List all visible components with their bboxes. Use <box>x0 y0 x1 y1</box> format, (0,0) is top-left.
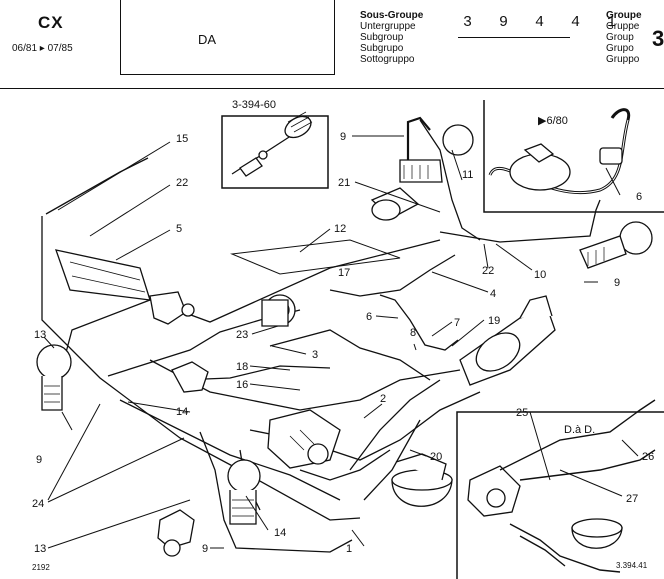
header: CX 06/81 ▸ 07/85 DA Sous-Groupe Untergru… <box>0 0 664 90</box>
callout-9a: 9 <box>36 454 42 466</box>
callout-27: 27 <box>626 493 638 505</box>
component-right-bulb <box>579 221 653 269</box>
callout-18: 18 <box>236 361 248 373</box>
group-label-es: Grupo <box>606 43 634 54</box>
callout-12: 12 <box>334 223 346 235</box>
callout-9c: 9 <box>340 131 346 143</box>
group-label-de: Gruppe <box>606 21 640 32</box>
inset-frame-tool <box>221 115 329 189</box>
callout-17: 17 <box>338 267 350 279</box>
callout-14b: 14 <box>274 527 286 539</box>
callout-9d: 9 <box>614 277 620 289</box>
component-box-17 <box>230 239 401 275</box>
subgroup-label-en: Subgroup <box>360 32 404 43</box>
code-underline <box>458 37 570 38</box>
callout-26: 26 <box>642 451 654 463</box>
callout-23: 23 <box>236 329 248 341</box>
callout-13a: 13 <box>34 329 46 341</box>
model-name: CX <box>38 13 64 32</box>
component-brake-valve <box>267 409 341 469</box>
callout-13b: 13 <box>34 543 46 555</box>
component-reservoir-upper <box>399 116 474 183</box>
component-bulb-left <box>36 344 72 411</box>
component-rear-bracket <box>157 509 195 557</box>
callout-10: 10 <box>534 269 546 281</box>
component-fitting-23 <box>261 299 289 327</box>
callout-11: 11 <box>462 169 473 181</box>
subgroup-label-de: Untergruppe <box>360 21 416 32</box>
variant-drawing <box>488 108 631 194</box>
group-label-it: Gruppo <box>606 54 640 65</box>
footer-left-code: 2192 <box>32 563 50 572</box>
group-number: 3 <box>652 26 664 51</box>
component-sensor <box>171 361 209 393</box>
callout-1: 1 <box>346 543 352 555</box>
group-label-en: Group <box>606 32 634 43</box>
callout-9b: 9 <box>202 543 208 555</box>
tool-ref-label: 3-394-60 <box>232 99 276 111</box>
inset-frame-variant <box>483 100 664 213</box>
component-rhd-assembly <box>467 399 656 573</box>
component-rear-bulb <box>227 459 261 525</box>
callout-6a: 6 <box>366 311 372 323</box>
callout-20: 20 <box>430 451 442 463</box>
description-box: DA <box>120 0 335 75</box>
component-pump <box>459 295 556 386</box>
subgroup-code: 3 9 4 4 1 <box>463 14 626 31</box>
header-divider <box>0 88 664 89</box>
callout-24: 24 <box>32 498 44 510</box>
callout-5: 5 <box>176 223 182 235</box>
callout-19: 19 <box>488 315 500 327</box>
callout-3: 3 <box>312 349 318 361</box>
callout-16: 16 <box>236 379 248 391</box>
footer-right-code: 3.394.41 <box>616 561 648 570</box>
callout-4: 4 <box>490 288 496 300</box>
date-range: 06/81 ▸ 07/85 <box>12 43 73 54</box>
component-master-cylinder <box>55 249 195 325</box>
callout-15: 15 <box>176 133 188 145</box>
callout-22a: 22 <box>176 177 188 189</box>
callout-14a: 14 <box>176 406 188 418</box>
description-text: DA <box>198 32 217 47</box>
group-labels: Groupe Gruppe Group Grupo Gruppo <box>606 10 642 65</box>
callout-25: 25 <box>516 407 528 419</box>
subgroup-label-it: Sottogruppo <box>360 54 415 65</box>
callout-22b: 22 <box>482 265 494 277</box>
callout-8: 8 <box>410 327 416 339</box>
group-label-fr: Groupe <box>606 10 642 21</box>
component-accumulator <box>370 187 420 221</box>
subgroup-label-fr: Sous-Groupe <box>360 10 424 21</box>
date-variant-label: ▶6/80 <box>538 115 568 127</box>
rhd-variant-label: D.à D. <box>564 424 595 436</box>
callout-7: 7 <box>454 317 460 329</box>
tool-drawing <box>231 111 313 177</box>
callout-21: 21 <box>338 177 350 189</box>
inset-frame-rhd <box>456 411 664 579</box>
subgroup-labels: Sous-Groupe Untergruppe Subgroup Subgrup… <box>360 10 423 65</box>
subgroup-label-es: Subgrupo <box>360 43 404 54</box>
callout-2: 2 <box>380 393 386 405</box>
callout-6b: 6 <box>636 191 642 203</box>
component-sphere-bottom <box>391 453 453 507</box>
callouts: 15 22 5 13 9 24 13 9 14 14 1 9 21 11 12 … <box>32 99 654 572</box>
leader-lines <box>43 135 639 549</box>
